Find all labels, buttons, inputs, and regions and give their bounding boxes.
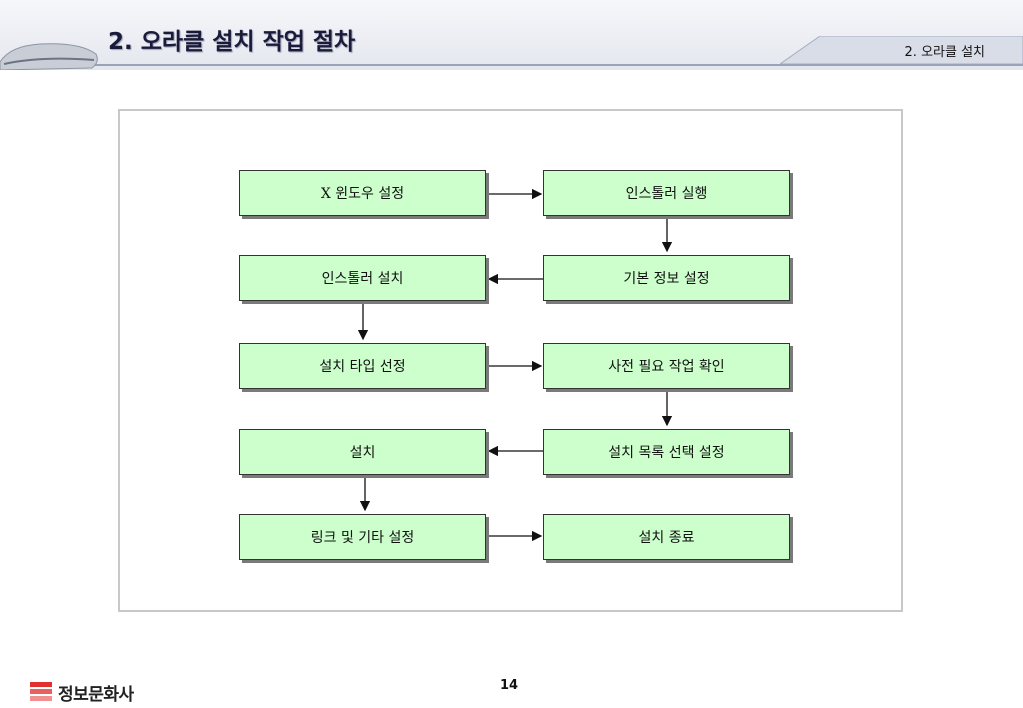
page-title: 2. 오라클 설치 작업 절차 bbox=[108, 29, 356, 55]
step-install-type: 설치 타입 선정 bbox=[239, 343, 486, 389]
step-link-etc: 링크 및 기타 설정 bbox=[239, 514, 486, 560]
step-install-list: 설치 목록 선택 설정 bbox=[543, 429, 790, 475]
step-basic-info: 기본 정보 설정 bbox=[543, 255, 790, 301]
publisher-name: 정보문화사 bbox=[58, 684, 134, 705]
mouse-icon bbox=[0, 43, 98, 70]
step-run-installer: 인스톨러 실행 bbox=[543, 170, 790, 216]
step-install: 설치 bbox=[239, 429, 486, 475]
section-tab-label: 2. 오라클 설치 bbox=[904, 45, 985, 60]
header-divider bbox=[0, 64, 1023, 66]
step-prereq-check: 사전 필요 작업 확인 bbox=[543, 343, 790, 389]
step-install-done: 설치 종료 bbox=[543, 514, 790, 560]
step-installer-setup: 인스톨러 설치 bbox=[239, 255, 486, 301]
publisher-logo: 정보문화사 bbox=[30, 680, 134, 705]
page-number: 14 bbox=[500, 678, 519, 693]
step-x-window: X 윈도우 설정 bbox=[239, 170, 486, 216]
publisher-logo-icon bbox=[30, 682, 52, 701]
section-tab-shape bbox=[780, 36, 1023, 64]
